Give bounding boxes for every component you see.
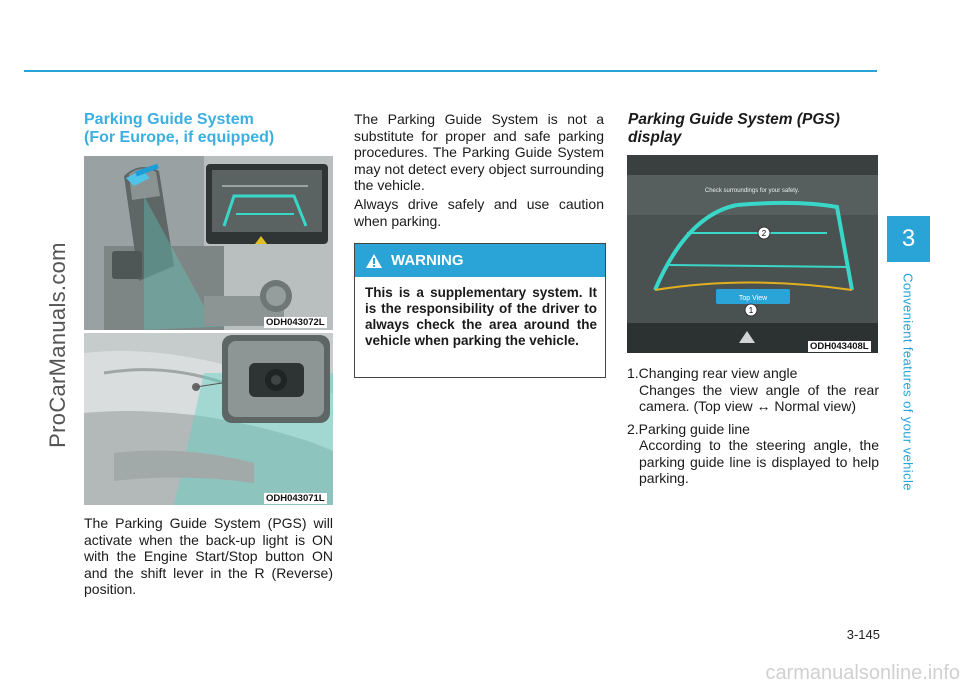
rear-camera-illustration xyxy=(84,333,333,505)
chapter-number-tab: 3 xyxy=(887,216,930,262)
shift-lever-image xyxy=(84,156,333,330)
display-items-list: 1.Changing rear view angle Changes the v… xyxy=(627,359,879,487)
display-section-title: Parking Guide System (PGS) display xyxy=(628,111,840,146)
callout-2-label: 2 xyxy=(762,229,767,238)
warning-text: This is a supplementary system. It is th… xyxy=(365,285,597,348)
hazard-icon xyxy=(739,331,755,343)
intro-paragraph: The Parking Guide System (PGS) will acti… xyxy=(84,515,333,597)
page-number: 3-145 xyxy=(846,627,880,642)
notice-paragraph-2: Always drive safely and use caution when… xyxy=(354,196,604,229)
notice-paragraph-1: The Parking Guide System is not a substi… xyxy=(354,111,604,193)
warning-box: WARNING This is a supplementary system. … xyxy=(354,243,606,378)
display-notice-text: Check surroundings for your safety. xyxy=(705,188,800,194)
footer-watermark: carmanualsonline.info xyxy=(765,662,960,684)
section-title-line-1: Parking Guide System xyxy=(84,111,254,128)
guide-line-middle xyxy=(668,264,850,268)
warning-label: WARNING xyxy=(391,252,464,269)
top-view-button-label: Top View xyxy=(739,295,768,302)
pgs-display-image-code: ODH043408L xyxy=(808,341,871,352)
pgs-display-image: Check surroundings for your safety. 2 To… xyxy=(627,155,878,353)
shift-lever-illustration xyxy=(84,156,333,330)
section-title: Parking Guide System (For Europe, if equ… xyxy=(84,111,344,147)
shift-lever-image-code: ODH043072L xyxy=(264,317,327,328)
guide-line-right xyxy=(736,200,854,291)
guide-line-left xyxy=(653,203,738,291)
pgs-display-illustration: Check surroundings for your safety. 2 To… xyxy=(627,155,878,353)
callout-1 xyxy=(744,303,758,317)
callout-1-label: 1 xyxy=(749,306,754,315)
header-rule xyxy=(24,70,877,72)
list-item-desc: Changes the view angle of the rear camer… xyxy=(639,381,879,415)
list-item-desc: According to the steering angle, the par… xyxy=(639,437,879,486)
warning-header: WARNING xyxy=(355,244,605,277)
chapter-title: Convenient features of your vehicle xyxy=(900,273,916,491)
rear-camera-image-code: ODH043071L xyxy=(264,493,327,504)
section-title-line-2: (For Europe, if equipped) xyxy=(84,129,275,146)
warning-triangle-icon xyxy=(366,253,382,268)
callout-2 xyxy=(757,226,771,240)
list-item-title: 2.Parking guide line xyxy=(627,420,750,437)
top-view-button xyxy=(716,289,790,304)
list-item-title: 1.Changing rear view angle xyxy=(627,365,798,381)
rear-camera-image xyxy=(84,333,333,505)
